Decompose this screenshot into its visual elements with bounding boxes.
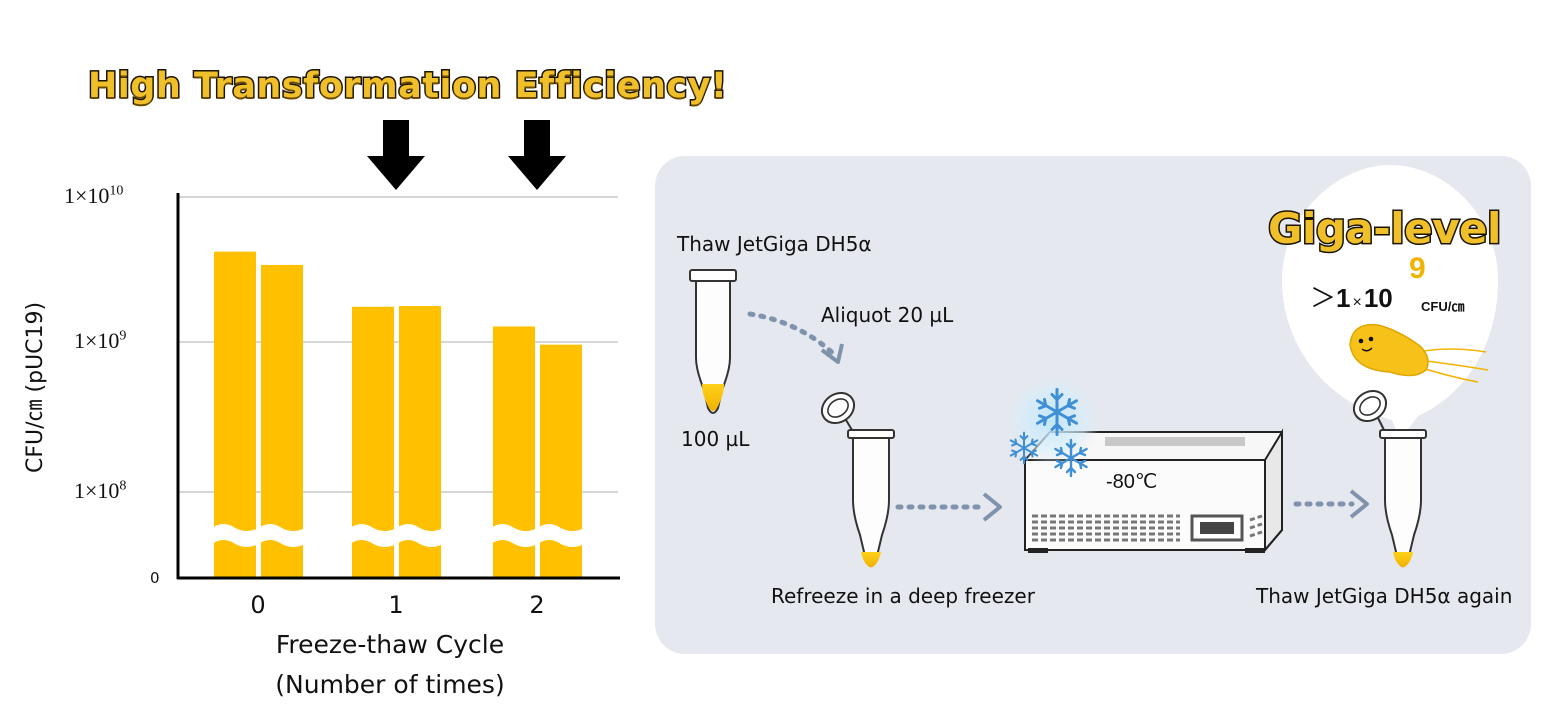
x-tick-label: 2: [529, 591, 545, 619]
deep-freezer-icon: [1022, 428, 1283, 553]
x-axis-title: Freeze-thaw Cycle: [275, 630, 505, 659]
bar: [214, 251, 256, 578]
freezer-temperature: -80℃: [1106, 471, 1158, 493]
tube-icon: [689, 269, 737, 414]
y-tick-label: 1×109: [74, 328, 127, 353]
headline: High Transformation Efficiency!: [86, 65, 728, 108]
x-tick-label: 1: [388, 591, 404, 619]
flow-arrow: [747, 311, 839, 359]
y-tick-zero: 0: [150, 569, 160, 587]
highlight-arrow-icon: [508, 120, 566, 190]
y-axis-title: CFU/㎝ (pUC19): [23, 301, 48, 473]
axis-break-mark: [212, 524, 305, 547]
y-tick-label: 1×1010: [64, 183, 124, 208]
flow-arrow-head: [820, 343, 844, 364]
step1-label: Thaw JetGiga DH5α: [677, 232, 872, 256]
aliquot-label: Aliquot 20 µL: [821, 303, 954, 327]
axis-break-mark: [491, 524, 584, 547]
axis-break-mark: [350, 524, 443, 547]
flow-arrow-head: [1349, 489, 1369, 519]
efficiency-value: ＞1×10: [1310, 283, 1393, 313]
frost-glow: [1004, 374, 1100, 466]
y-tick-label: 1×108: [74, 478, 127, 503]
step3-label: Thaw JetGiga DH5α again: [1256, 584, 1513, 608]
speech-bubble: [1282, 165, 1498, 440]
efficiency-exponent: 9: [1409, 252, 1426, 285]
step2-label: Refreeze in a deep freezer: [771, 584, 1035, 608]
flow-arrow-head: [982, 492, 1002, 522]
highlight-arrow-icon: [367, 120, 425, 190]
bacterium-icon: [1349, 323, 1489, 383]
open-tube-icon: [1352, 389, 1427, 568]
x-tick-label: 0: [250, 591, 266, 619]
x-axis-subtitle: (Number of times): [275, 670, 505, 699]
efficiency-unit: CFU/㎝: [1421, 299, 1465, 314]
step1-volume: 100 µL: [681, 427, 750, 451]
giga-level-title: Giga-level: [1267, 203, 1503, 255]
open-tube-icon: [820, 391, 895, 568]
